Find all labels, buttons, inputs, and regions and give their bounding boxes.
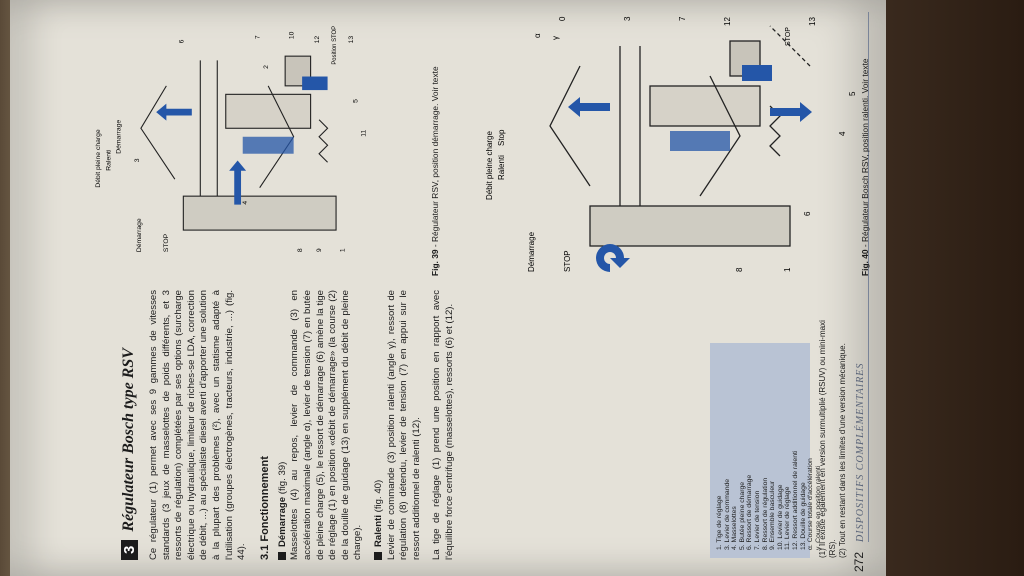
fig40-blue-parts (568, 65, 812, 272)
fig40-callout-13: 13 (808, 17, 817, 26)
fig39-label-pleine: Débit pleine charge (95, 129, 102, 188)
fig40-callout-3: 3 (623, 16, 632, 21)
figure-39-caption: Fig. 39 - Régulateur RSV, position démar… (430, 16, 440, 276)
ralenti-ref: (fig. 40) (372, 479, 384, 513)
fig40-zero: 0 (558, 16, 567, 21)
fig39-callouts: 1 2 3 4 5 6 7 8 9 10 11 12 13 (134, 31, 368, 252)
footnotes: (1) Il existe également en version surmu… (818, 318, 848, 558)
section-heading: 3 Régulateur Bosch type RSV (120, 290, 138, 560)
ralenti-text-1: Levier de commande (3) position ralenti … (385, 290, 422, 560)
fig39-callout-10: 10 (289, 31, 296, 39)
demarrage-text: Masselottes (4) au repos, levier de comm… (289, 290, 364, 560)
legend-item: 10. Levier de guidage (776, 484, 784, 550)
fig40-callout-4: 4 (838, 131, 847, 136)
fig39-label-demarrage: Démarrage (136, 218, 143, 252)
fig39-callout-1: 1 (340, 248, 347, 252)
legend-item: 7. Levier de tension (753, 490, 761, 550)
book-page: 3 Régulateur Bosch type RSV Ce régulateu… (10, 0, 886, 576)
fig40-caption-text: - Régulateur Bosch RSV, position ralenti… (860, 58, 870, 250)
ralenti-paragraph-2: La tige de réglage (1) prend une positio… (431, 290, 455, 560)
fig39-callout-7: 7 (255, 35, 262, 39)
fig40-alpha: α (533, 33, 542, 38)
fig39-callout-4: 4 (242, 201, 249, 205)
subsection-title: 3.1 Fonctionnement (258, 456, 271, 560)
fig39-callout-2: 2 (263, 65, 270, 69)
fig40-label-stop: STOP (563, 250, 572, 272)
fig40-label-stop-top: Stop (497, 129, 506, 146)
fig39-label-pos-stop: Position STOP (332, 26, 338, 65)
fig40-callout-5: 5 (848, 91, 857, 96)
fig39-label-stop: STOP (163, 233, 170, 252)
demarrage-paragraph: Démarrage (fig. 39) Masselottes (4) au r… (277, 290, 365, 560)
fig39-callout-6: 6 (178, 39, 185, 43)
legend-item: 11. Levier de réglage (784, 486, 792, 550)
ralenti-paragraph: Ralenti (fig. 40) Levier de commande (3)… (373, 290, 423, 560)
text-column: 3 Régulateur Bosch type RSV Ce régulateu… (120, 290, 464, 560)
fig40-label-pleine: Débit pleine charge (485, 131, 494, 200)
intro-paragraph: Ce régulateur (1) permet avec ses 9 gamm… (148, 290, 248, 560)
fig40-label-stop2: STOP (785, 27, 792, 46)
legend-item: 5. Butée pleine charge (738, 481, 746, 550)
square-bullet-icon (374, 552, 383, 560)
fig40-caption-number: Fig. 40 (860, 249, 870, 276)
legend-item: 1. Tige de réglage (716, 495, 723, 550)
legend-item: 8. Ressort de régulation (761, 477, 769, 550)
ralenti-title: Ralenti (372, 515, 384, 547)
fig40-label-demarrage: Démarrage (527, 231, 536, 272)
fig39-callout-3: 3 (134, 158, 141, 162)
footnote-2: (2) Tout en restant dans les limites d'u… (838, 343, 847, 558)
fig39-callout-5: 5 (352, 99, 359, 103)
fig40-callout-8: 8 (735, 267, 744, 272)
legend-item: 4. Masselottes (731, 506, 739, 550)
fig40-callout-1: 1 (783, 267, 792, 272)
page-number: 272 (852, 551, 866, 572)
section-title: Régulateur Bosch type RSV (120, 348, 137, 532)
legend-item: 13. Douille de guidage (799, 482, 807, 550)
fig39-callout-12: 12 (314, 36, 321, 44)
fig39-callout-11: 11 (361, 129, 368, 136)
legend-item: 12. Ressort additionnel de ralenti (791, 450, 799, 550)
fig40-callout-7: 7 (678, 16, 687, 21)
fig39-callout-9: 9 (316, 248, 323, 252)
footnote-1: (1) Il existe également en version surmu… (818, 320, 837, 558)
fig40-callout-12: 12 (723, 17, 732, 26)
demarrage-ref: (fig. 39) (276, 461, 288, 495)
square-bullet-icon (278, 552, 287, 560)
fig40-callouts: 1 3 4 5 6 7 8 12 13 α γ 0 (533, 16, 857, 272)
figure-40-caption: Fig. 40 - Régulateur Bosch RSV, position… (860, 16, 870, 276)
fig39-label-ralenti: Ralenti (105, 149, 112, 171)
figure-39-diagram: Débit pleine charge Ralenti Démarrage ST… (95, 26, 368, 252)
fig39-blue-parts (156, 76, 328, 205)
legend-item: 9. Ensemble basculeur (769, 480, 777, 550)
fig39-callout-13: 13 (348, 36, 355, 44)
section-number: 3 (120, 539, 138, 560)
fig39-callout-8: 8 (297, 248, 304, 252)
fig40-callout-6: 6 (803, 211, 812, 216)
fig40-gamma: γ (551, 36, 560, 40)
rotated-page-content: 3 Régulateur Bosch type RSV Ce régulateu… (10, 0, 886, 576)
fig39-caption-number: Fig. 39 (430, 249, 440, 276)
fig39-label-demarrage2: Démarrage (116, 120, 123, 154)
fig40-mechanism (549, 25, 811, 247)
fig39-mechanism (140, 55, 337, 231)
legend-item: 3. Levier de commande (723, 478, 731, 550)
legend-item: 6. Ressort de démarrage (746, 474, 754, 550)
legend-item: α. Course totale d'accélération (807, 458, 815, 550)
fig39-caption-text: - Régulateur RSV, position démarrage. Vo… (430, 66, 440, 250)
figure-40-diagram: Débit pleine charge Ralenti Stop Démarra… (485, 16, 857, 272)
fig40-label-ralenti: Ralenti (497, 155, 506, 180)
demarrage-title: Démarrage (276, 496, 288, 547)
